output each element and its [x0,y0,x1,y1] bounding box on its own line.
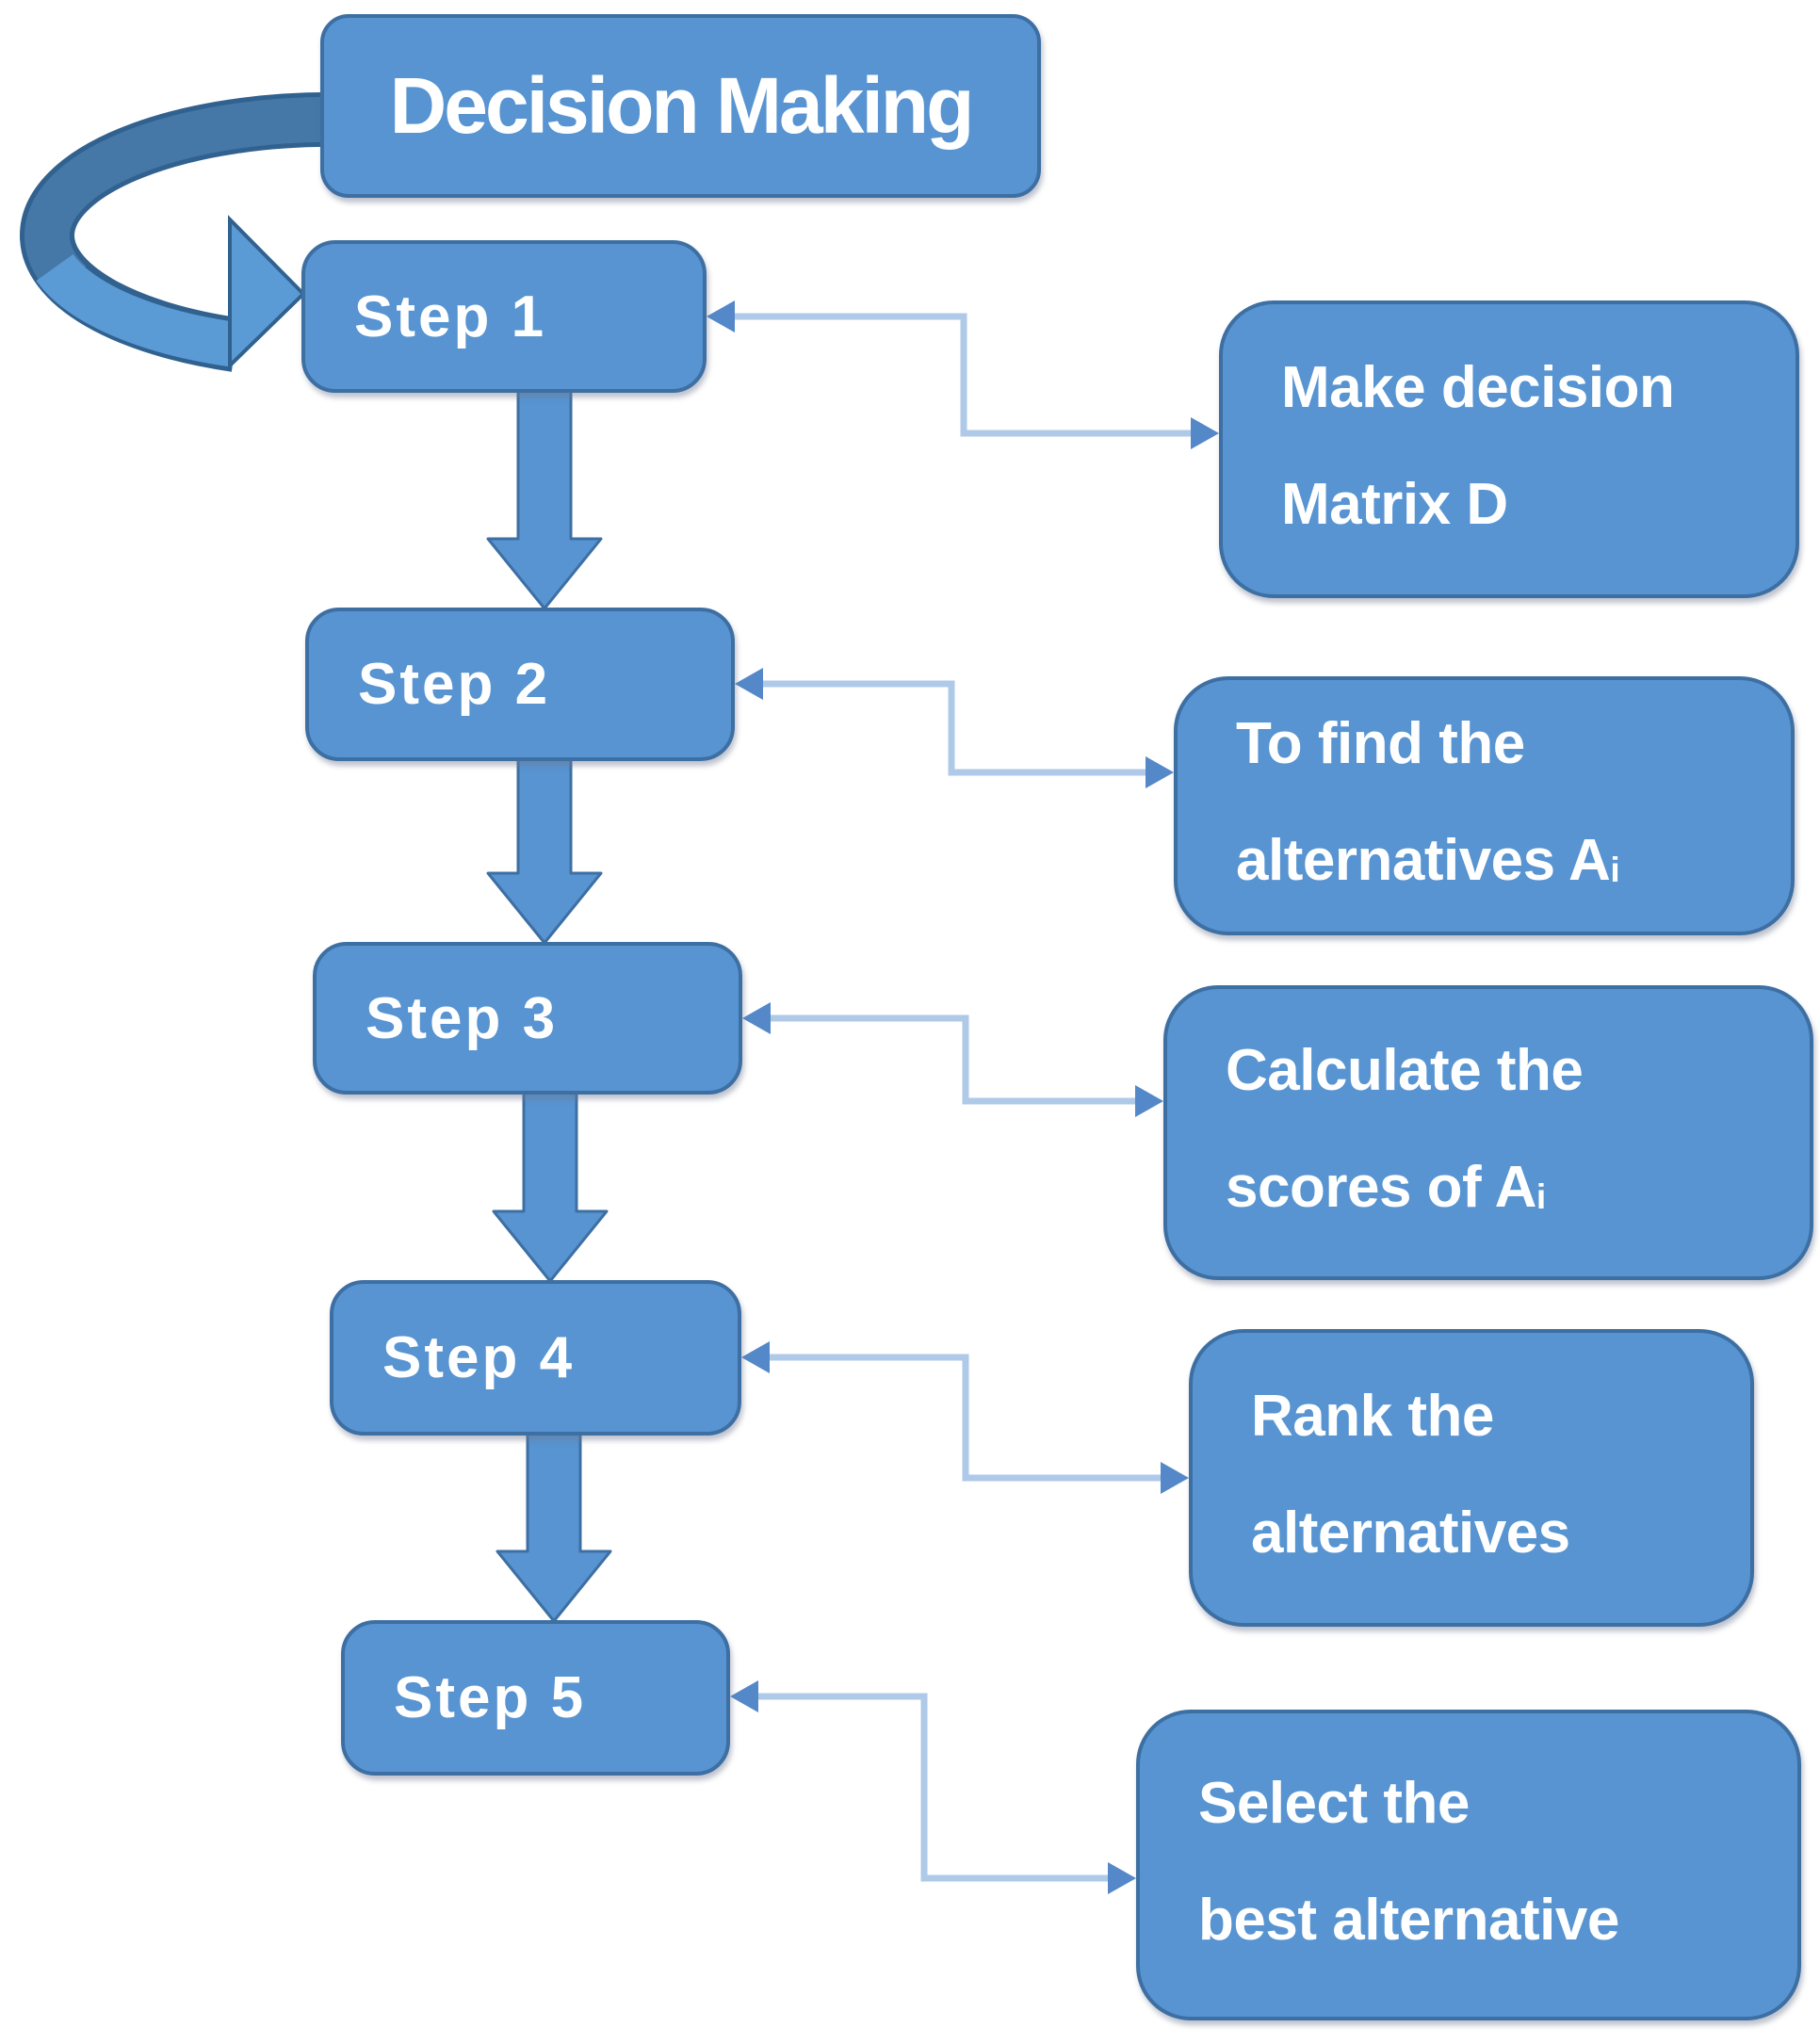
step-box-4: Step 4 [330,1280,741,1436]
connector-5-arrowhead-right-icon [1108,1862,1136,1894]
connector-4-arrowhead-left-icon [741,1341,770,1373]
desc-text: Calculate the [1226,1038,1584,1103]
connector-1-arrowhead-right-icon [1191,417,1219,449]
loop-arrow-band-light [36,253,239,367]
desc-box-4: Rank the alternatives [1189,1329,1754,1627]
connector-3 [742,1002,1163,1117]
connector-3-arrowhead-right-icon [1135,1085,1163,1117]
desc-subscript: i [1610,850,1620,890]
desc-text: Select the [1198,1770,1470,1836]
step-label: Step 1 [354,284,547,349]
step-label: Step 2 [358,652,551,717]
step-box-3: Step 3 [313,942,742,1095]
desc-text: alternatives [1251,1500,1570,1565]
desc-text: Make decision [1281,354,1675,420]
connector-5 [730,1680,1136,1894]
title-box: Decision Making [320,14,1041,198]
desc-text: best alternative [1198,1887,1619,1953]
connector-1 [707,300,1219,449]
connector-2-line [761,680,1149,776]
desc-box-1: Make decision Matrix D [1219,300,1799,598]
desc-text: Rank the [1251,1383,1494,1449]
step-box-1: Step 1 [301,240,707,393]
connector-1-line [733,313,1194,437]
step-box-5: Step 5 [341,1620,730,1776]
connector-2 [735,668,1174,788]
loop-arrow [19,91,340,372]
desc-text: alternatives A [1236,828,1611,893]
desc-line-2: alternatives Ai [1236,803,1791,926]
loop-arrowhead-icon [228,215,306,370]
desc-box-3: Calculate the scores of Ai [1163,985,1813,1280]
page-title: Decision Making [389,61,975,150]
step-label: Step 3 [366,985,559,1051]
connector-2-arrowhead-left-icon [735,668,763,700]
desc-line-2: Matrix D [1281,446,1796,570]
connector-3-arrowhead-left-icon [742,1002,771,1034]
loop-arrow-band-dark [24,96,340,300]
desc-text: Matrix D [1281,471,1508,537]
desc-line-1: Rank the [1251,1358,1750,1475]
desc-line-1: To find the [1236,686,1791,803]
desc-line-1: Calculate the [1226,1013,1810,1129]
connector-4 [741,1341,1189,1494]
connector-3-line [769,1014,1139,1105]
desc-line-2: alternatives [1251,1475,1750,1598]
flow-arrow-2 [486,754,603,945]
flow-arrow-4 [496,1428,612,1623]
connector-5-line [756,1693,1112,1882]
desc-text: To find the [1236,711,1525,776]
connector-1-arrowhead-left-icon [707,300,735,333]
flow-arrow-1 [486,385,603,610]
connector-2-arrowhead-right-icon [1146,756,1174,788]
desc-line-2: scores of Ai [1226,1129,1810,1253]
connector-4-line [768,1354,1164,1482]
desc-subscript: i [1536,1176,1546,1217]
step-label: Step 5 [394,1665,587,1730]
desc-line-2: best alternative [1198,1862,1797,1986]
flow-arrow-3 [492,1087,609,1283]
desc-line-1: Make decision [1281,330,1796,446]
desc-box-2: To find the alternatives Ai [1174,676,1795,935]
connector-5-arrowhead-left-icon [730,1680,758,1712]
step-label: Step 4 [382,1325,576,1390]
connector-4-arrowhead-right-icon [1161,1462,1189,1494]
desc-line-1: Select the [1198,1745,1797,1862]
desc-box-5: Select the best alternative [1136,1710,1801,2020]
step-box-2: Step 2 [305,608,735,761]
desc-text: scores of A [1226,1155,1536,1220]
